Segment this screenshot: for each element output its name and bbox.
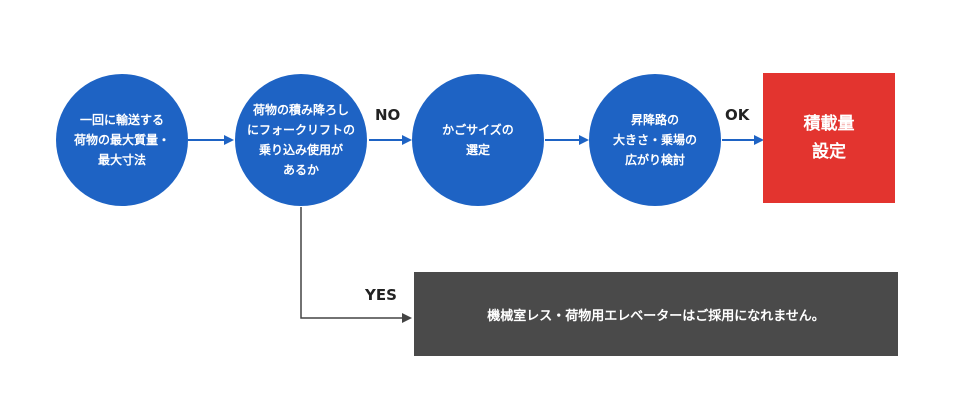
branch-label-yes: YES (365, 286, 397, 304)
step-circle-forklift-question: 荷物の積み降ろし にフォークリフトの 乗り込み使用が あるか (235, 74, 367, 206)
branch-label-no: NO (375, 106, 401, 124)
yes-connector-line (300, 207, 412, 323)
step-circle-car-size: かごサイズの 選定 (412, 74, 544, 206)
step-circle-max-load: 一回に輸送する 荷物の最大質量・ 最大寸法 (56, 74, 188, 206)
branch-label-ok: OK (725, 106, 750, 124)
result-box-capacity: 積載量 設定 (763, 73, 895, 203)
message-box-not-available: 機械室レス・荷物用エレベーターはご採用になれません。 (414, 272, 898, 356)
step-circle-hoistway-review: 昇降路の 大きさ・乗場の 広がり検討 (589, 74, 721, 206)
